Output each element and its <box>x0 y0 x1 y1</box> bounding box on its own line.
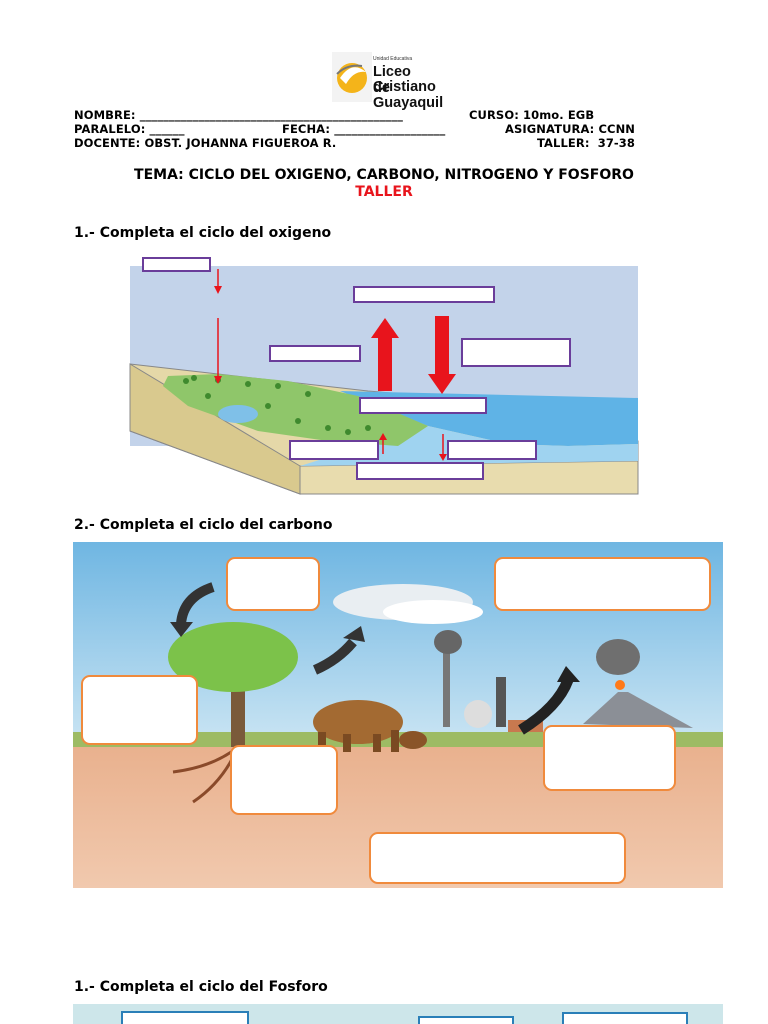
question-phosphorus: 1.- Completa el ciclo del Fosforo <box>74 979 328 995</box>
field-docente: DOCENTE: OBST. JOHANNA FIGUEROA R. <box>74 136 337 150</box>
oxygen-cycle-diagram <box>128 256 640 498</box>
oxygen-answer-box-7[interactable] <box>447 440 537 460</box>
logo-name-line2: de Guayaquil <box>373 80 444 111</box>
field-taller: TALLER: 37-38 <box>537 136 636 150</box>
oxygen-answer-box-2[interactable] <box>353 286 495 303</box>
oxygen-answer-box-4[interactable] <box>461 338 571 367</box>
logo-emblem-icon <box>332 52 372 102</box>
oxygen-answer-box-6[interactable] <box>289 440 379 460</box>
logo-name-line1: Liceo Cristiano <box>373 64 436 95</box>
field-curso: CURSO: 10mo. EGB <box>469 108 595 122</box>
question-oxygen: 1.- Completa el ciclo del oxigeno <box>74 225 332 241</box>
carbon-answer-box-3[interactable] <box>81 675 198 745</box>
phosphorus-answer-box-2[interactable] <box>418 1016 514 1024</box>
field-asignatura: ASIGNATURA: CCNN <box>505 122 636 136</box>
school-logo: Unidad Educativa Liceo Cristiano de Guay… <box>332 52 460 111</box>
field-nombre: NOMBRE: ________________________________… <box>74 108 403 122</box>
oxygen-answer-box-1[interactable] <box>142 257 211 272</box>
carbon-cycle-diagram <box>73 542 723 888</box>
carbon-answer-box-1[interactable] <box>226 557 320 611</box>
oxygen-answer-box-3[interactable] <box>269 345 361 362</box>
phosphorus-cycle-diagram <box>73 1004 723 1024</box>
phosphorus-answer-box-3[interactable] <box>562 1012 688 1024</box>
carbon-answer-box-4[interactable] <box>230 745 338 815</box>
field-fecha: FECHA: ___________________ <box>282 122 446 136</box>
carbon-answer-box-5[interactable] <box>543 725 676 791</box>
carbon-answer-box-6[interactable] <box>369 832 626 884</box>
oxygen-answer-box-5[interactable] <box>359 397 487 414</box>
field-paralelo: PARALELO: ______ <box>74 122 185 136</box>
page-title: TEMA: CICLO DEL OXIGENO, CARBONO, NITROG… <box>134 167 634 183</box>
page-subtitle: TALLER <box>355 184 413 200</box>
oxygen-answer-box-8[interactable] <box>356 462 484 480</box>
question-carbon: 2.- Completa el ciclo del carbono <box>74 517 333 533</box>
oxygen-landscape-illustration <box>129 266 639 495</box>
phosphorus-answer-box-1[interactable] <box>121 1011 249 1024</box>
carbon-answer-box-2[interactable] <box>494 557 711 611</box>
logo-subtitle: Unidad Educativa <box>373 56 413 62</box>
